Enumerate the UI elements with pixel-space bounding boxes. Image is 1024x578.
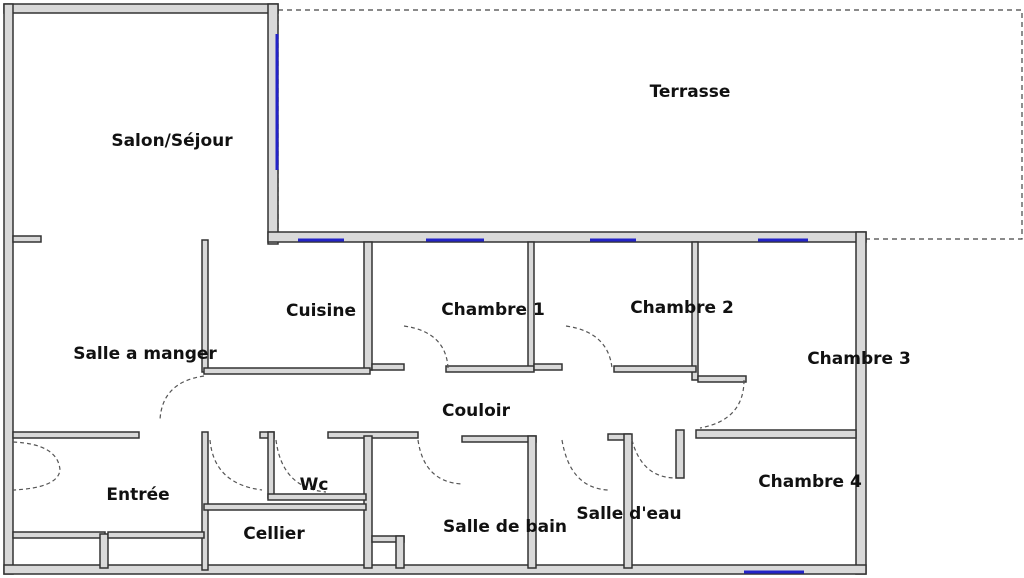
windows bbox=[275, 34, 808, 574]
room-label-wc: Wc bbox=[299, 475, 329, 495]
room-label-salle-de-bain: Salle de bain bbox=[442, 517, 568, 537]
room-label-chambre2: Chambre 2 bbox=[630, 298, 734, 318]
room-label-chambre3: Chambre 3 bbox=[807, 349, 911, 369]
door-swings bbox=[12, 325, 745, 493]
room-label-salle-eau: Salle d'eau bbox=[576, 504, 682, 524]
room-label-cuisine: Cuisine bbox=[286, 301, 356, 321]
terrace-outline bbox=[277, 9, 1023, 240]
room-label-couloir: Couloir bbox=[442, 401, 510, 421]
room-label-salle-a-manger: Salle a manger bbox=[73, 344, 217, 364]
room-label-chambre1: Chambre 1 bbox=[441, 300, 545, 320]
room-label-entree: Entrée bbox=[106, 485, 170, 505]
room-label-terrasse: Terrasse bbox=[649, 82, 731, 102]
room-label-chambre4: Chambre 4 bbox=[758, 472, 862, 492]
interior-walls bbox=[12, 235, 857, 571]
room-label-salon: Salon/Séjour bbox=[111, 131, 233, 151]
outer-walls bbox=[3, 3, 867, 575]
room-label-cellier: Cellier bbox=[243, 524, 305, 544]
